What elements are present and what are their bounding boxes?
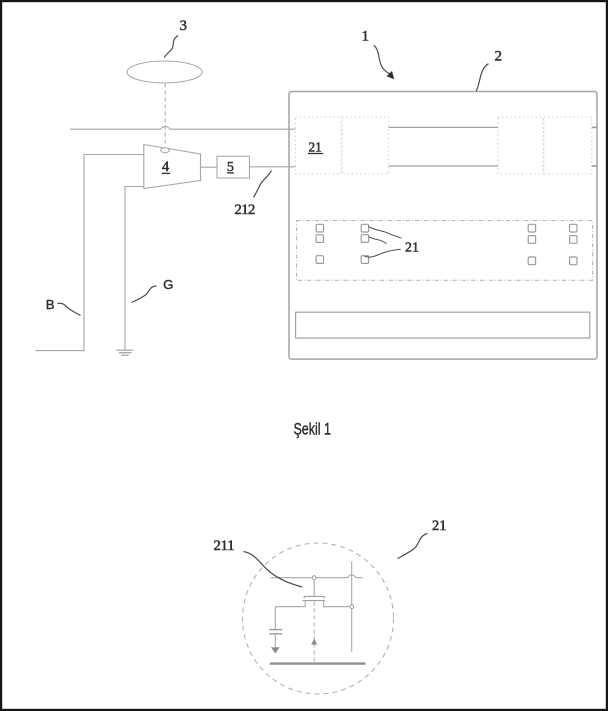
svg-text:5: 5 bbox=[227, 160, 234, 175]
svg-text:2: 2 bbox=[494, 49, 502, 65]
svg-text:211: 211 bbox=[213, 538, 234, 554]
svg-text:B: B bbox=[46, 297, 55, 312]
svg-text:21: 21 bbox=[405, 240, 419, 255]
svg-text:4: 4 bbox=[162, 159, 170, 175]
svg-text:1: 1 bbox=[362, 29, 370, 45]
svg-text:212: 212 bbox=[234, 202, 255, 218]
svg-text:21: 21 bbox=[432, 518, 447, 534]
svg-text:G: G bbox=[163, 277, 173, 292]
svg-text:3: 3 bbox=[179, 18, 187, 34]
svg-text:Şekil 1: Şekil 1 bbox=[293, 421, 331, 439]
svg-text:21: 21 bbox=[309, 140, 322, 155]
